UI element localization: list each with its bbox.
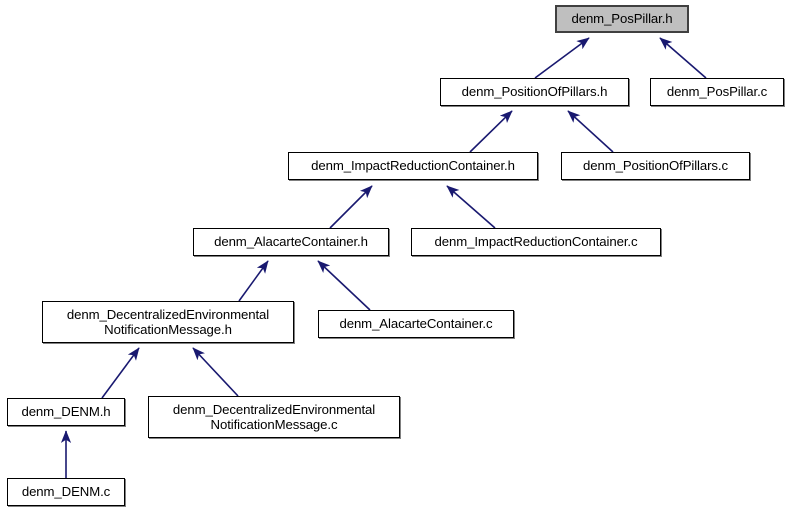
graph-node-label: denm_PosPillar.h: [571, 11, 673, 27]
graph-node-label: denm_AlacarteContainer.c: [339, 316, 493, 332]
graph-node-label: denm_ImpactReductionContainer.c: [434, 234, 638, 250]
graph-node-denm_h[interactable]: denm_DENM.h: [7, 398, 125, 426]
graph-node-denm_msg_h[interactable]: denm_DecentralizedEnvironmental Notifica…: [42, 301, 294, 343]
graph-edge-alacarte_c-to-alacarte_h: [317, 260, 371, 311]
graph-edge-impact_c-to-impact_h: [446, 185, 496, 229]
graph-node-alacarte_h[interactable]: denm_AlacarteContainer.h: [193, 228, 389, 256]
graph-node-label: denm_DENM.c: [21, 484, 111, 500]
graph-edge-denm_msg_c-to-denm_msg_h: [192, 347, 239, 397]
graph-edge-impact_h-to-positionof_h: [469, 110, 513, 153]
graph-edge-alacarte_h-to-impact_h: [329, 185, 373, 229]
graph-edge-denm_h-to-denm_msg_h: [101, 347, 140, 399]
graph-node-impact_h[interactable]: denm_ImpactReductionContainer.h: [288, 152, 538, 180]
graph-edge-positionof_h-to-pospillar_h: [534, 37, 590, 79]
graph-node-label: denm_PosPillar.c: [666, 84, 768, 100]
graph-node-label: denm_DecentralizedEnvironmental Notifica…: [172, 401, 376, 433]
graph-node-label: denm_PositionOfPillars.h: [461, 84, 608, 100]
graph-node-positionof_c[interactable]: denm_PositionOfPillars.c: [561, 152, 750, 180]
graph-edge-pospillar_c-to-pospillar_h: [659, 37, 707, 79]
graph-node-denm_c[interactable]: denm_DENM.c: [7, 478, 125, 506]
graph-node-label: denm_DENM.h: [21, 404, 111, 420]
graph-node-label: denm_DecentralizedEnvironmental Notifica…: [66, 306, 270, 338]
graph-node-alacarte_c[interactable]: denm_AlacarteContainer.c: [318, 310, 514, 338]
graph-node-label: denm_PositionOfPillars.c: [583, 158, 728, 174]
graph-edge-denm_msg_h-to-alacarte_h: [238, 260, 269, 302]
graph-node-label: denm_AlacarteContainer.h: [214, 234, 368, 250]
graph-node-impact_c[interactable]: denm_ImpactReductionContainer.c: [411, 228, 661, 256]
graph-node-label: denm_ImpactReductionContainer.h: [311, 158, 515, 174]
graph-node-pospillar_c[interactable]: denm_PosPillar.c: [650, 78, 784, 106]
graph-edge-positionof_c-to-positionof_h: [567, 110, 614, 153]
graph-node-denm_msg_c[interactable]: denm_DecentralizedEnvironmental Notifica…: [148, 396, 400, 438]
graph-node-positionof_h[interactable]: denm_PositionOfPillars.h: [440, 78, 629, 106]
graph-node-pospillar_h[interactable]: denm_PosPillar.h: [555, 5, 689, 33]
